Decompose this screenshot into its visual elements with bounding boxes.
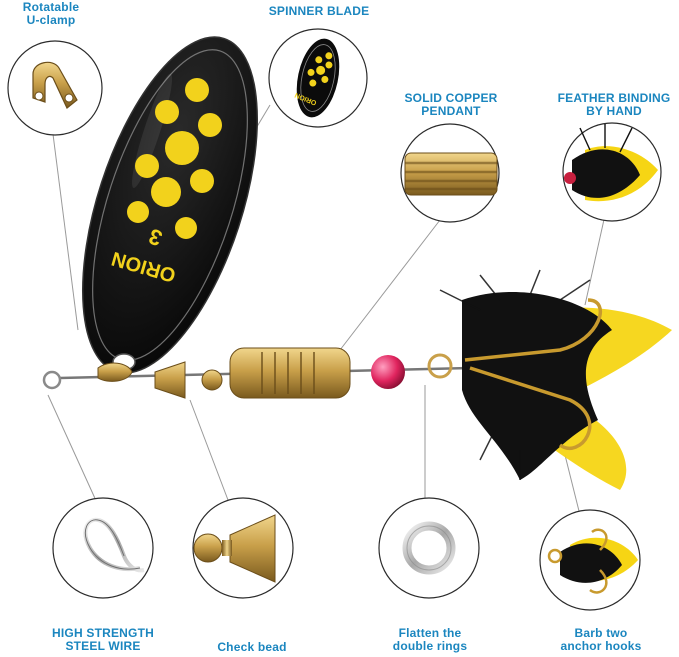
feather-detail	[564, 124, 658, 202]
check-bead-detail	[193, 514, 276, 583]
blade-dots	[127, 78, 222, 239]
u-clamp-detail	[32, 61, 78, 109]
split-ring	[427, 353, 453, 379]
red-bead	[371, 355, 405, 389]
u-clamp-detail-circle	[7, 40, 103, 136]
label-spinner-blade: SPINNER BLADE	[268, 4, 370, 18]
check-bead-on-wire	[154, 361, 223, 399]
leader-lines	[47, 94, 606, 516]
label-feather-binding: FEATHER BINDING BY HAND	[557, 91, 671, 118]
label-double-rings: Flatten the double rings	[392, 626, 468, 653]
double-ring-detail-circle	[378, 497, 480, 599]
feather-tail	[439, 269, 672, 490]
label-steel-wire: HIGH STRENGTH STEEL WIRE	[52, 626, 154, 653]
u-clamp-on-wire	[97, 362, 133, 382]
label-check-bead: Check bead	[217, 640, 287, 654]
double-ring-detail	[402, 521, 456, 575]
spinner-blade-detail: ORION	[294, 38, 340, 118]
label-copper-pendant: SOLID COPPER PENDANT	[404, 91, 498, 118]
steel-wire-detail-circle	[52, 497, 154, 599]
label-anchor-hooks: Barb two anchor hooks	[560, 626, 642, 653]
copper-pendant-detail	[404, 152, 498, 196]
anchor-hook-detail	[547, 528, 638, 594]
label-u-clamp: Rotatable U-clamp	[22, 0, 80, 27]
treble-hook	[464, 298, 603, 450]
copper-pendant-body	[229, 347, 351, 399]
